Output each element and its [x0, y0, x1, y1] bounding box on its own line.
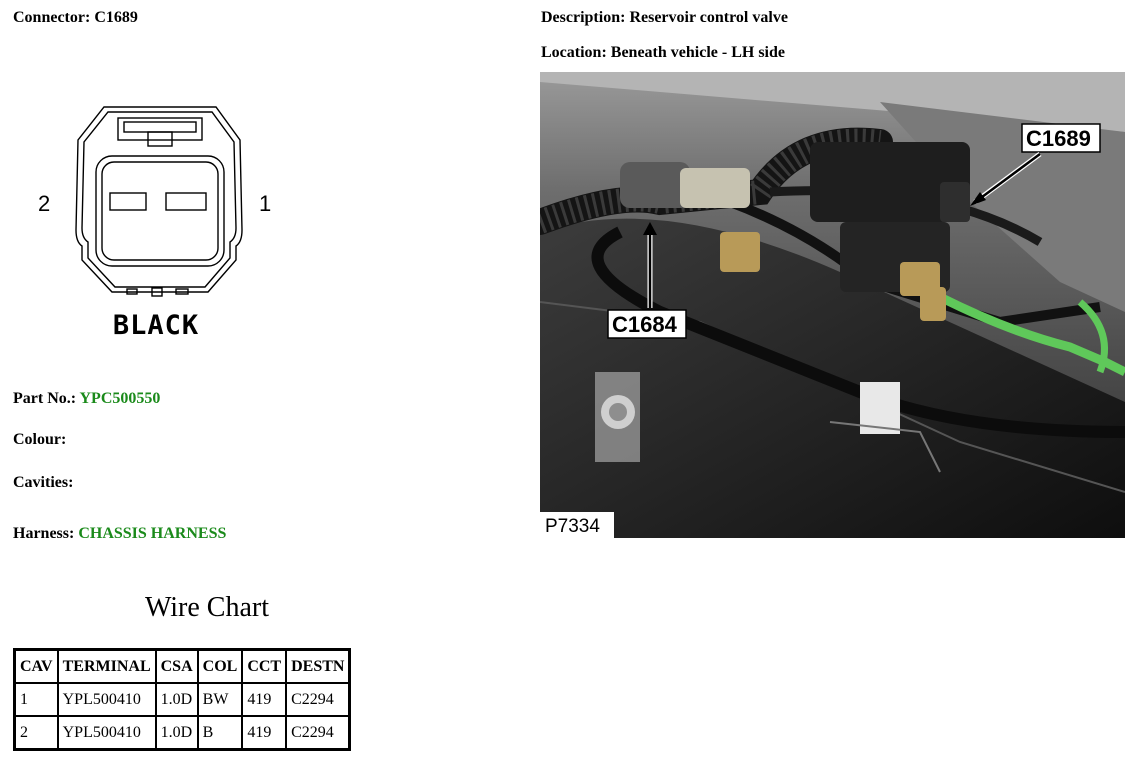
header-col: COL [196, 648, 244, 684]
wire-chart-table: CAV TERMINAL CSA COL CCT DESTN 1 YPL5004… [13, 648, 352, 751]
cell-cct: 419 [241, 715, 288, 751]
header-terminal: TERMINAL [56, 648, 157, 684]
table-header-row: CAV TERMINAL CSA COL CCT DESTN [13, 648, 351, 684]
header-csa: CSA [154, 648, 199, 684]
description-value: Reservoir control valve [629, 9, 788, 26]
callout-c1689: C1689 [1026, 126, 1091, 151]
table-row: 1 YPL500410 1.0D BW 419 C2294 [13, 682, 351, 717]
part-number-label: Part No.: [13, 390, 77, 407]
cavities-row: Cavities: [13, 474, 73, 492]
connector-heading: Connector: C1689 [13, 9, 138, 27]
harness-label: Harness: [13, 525, 75, 542]
cavities-label: Cavities: [13, 474, 74, 491]
cell-cav: 1 [13, 682, 59, 717]
colour-label: Colour: [13, 431, 67, 448]
cell-cct: 419 [241, 682, 288, 717]
cell-terminal: YPL500410 [56, 715, 157, 751]
connector-face-diagram: 2 1 BLACK [38, 106, 271, 341]
colour-row: Colour: [13, 431, 66, 449]
photo-reference: P7334 [545, 516, 600, 537]
cell-col: B [196, 715, 244, 751]
cell-col: BW [196, 682, 244, 717]
cell-csa: 1.0D [154, 715, 199, 751]
pin-1-label: 1 [259, 191, 271, 216]
location-value: Beneath vehicle - LH side [610, 44, 785, 61]
cell-destn: C2294 [285, 715, 351, 751]
harness-link[interactable]: CHASSIS HARNESS [78, 525, 227, 542]
part-number-row: Part No.: YPC500550 [13, 390, 160, 408]
part-number-link[interactable]: YPC500550 [79, 390, 161, 407]
cell-destn: C2294 [285, 682, 351, 717]
connector-label: Connector: [13, 9, 91, 26]
wire-chart-title: Wire Chart [144, 592, 270, 623]
cell-csa: 1.0D [154, 682, 199, 717]
header-destn: DESTN [285, 648, 351, 684]
location-photo: C1689 C1684 P7334 [540, 72, 1125, 538]
header-cct: CCT [241, 648, 288, 684]
cell-cav: 2 [13, 715, 59, 751]
connector-value: C1689 [94, 9, 138, 26]
description-label: Description: [541, 9, 626, 26]
header-cav: CAV [13, 648, 59, 684]
pin-2-label: 2 [38, 191, 50, 216]
location-label: Location: [541, 44, 607, 61]
connector-colour-text: BLACK [113, 310, 199, 341]
callout-c1684: C1684 [612, 312, 678, 337]
description-heading: Description: Reservoir control valve [541, 9, 788, 27]
location-heading: Location: Beneath vehicle - LH side [541, 44, 785, 62]
table-row: 2 YPL500410 1.0D B 419 C2294 [13, 715, 351, 751]
cell-terminal: YPL500410 [56, 682, 157, 717]
harness-row: Harness: CHASSIS HARNESS [13, 525, 226, 543]
